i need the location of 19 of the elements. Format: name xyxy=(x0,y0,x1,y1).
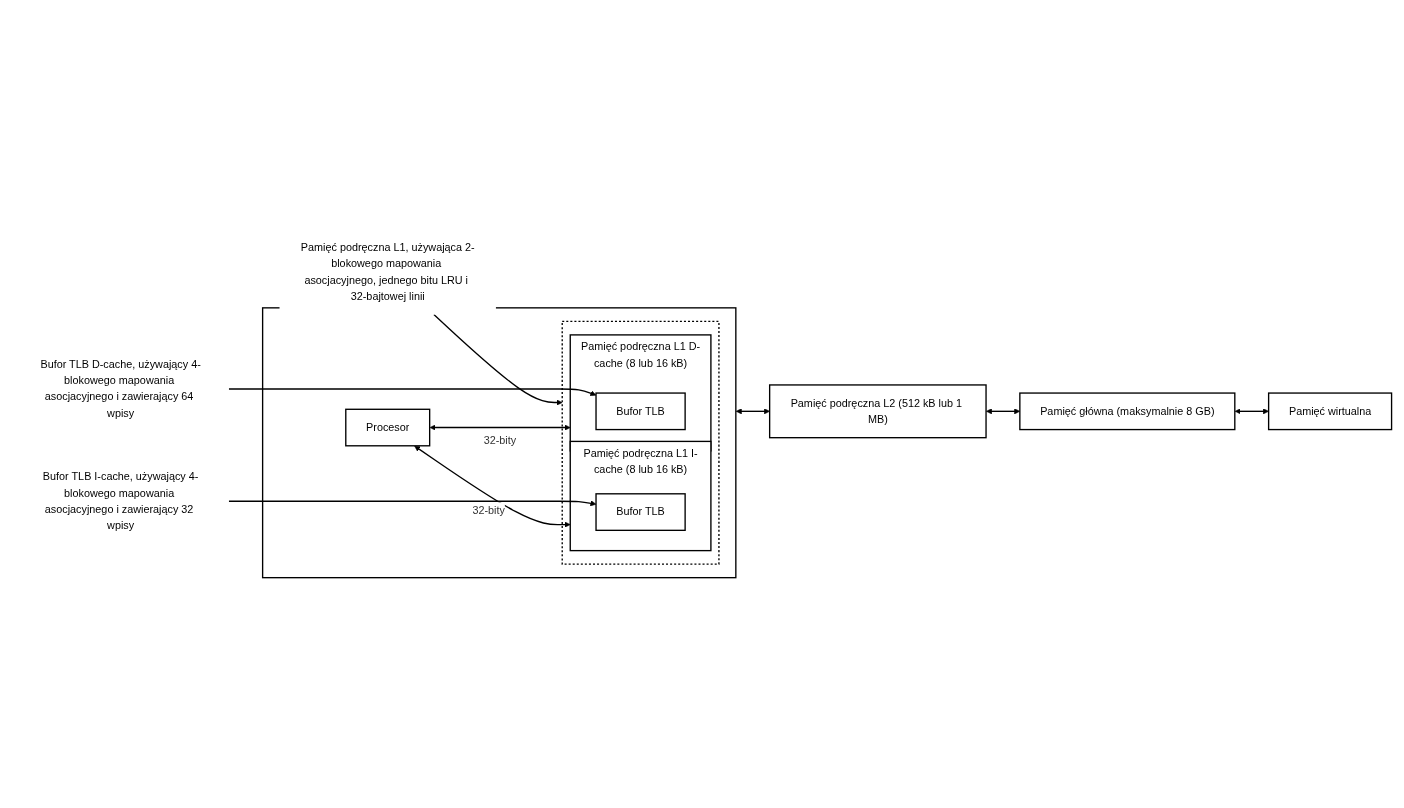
cluster xyxy=(261,307,737,579)
arrow xyxy=(433,314,563,406)
node-box: Pamięć wirtualna xyxy=(1267,392,1393,431)
edge-label: 32-bity xyxy=(483,435,517,447)
node-box: Bufor TLB xyxy=(595,392,686,431)
node-box: Procesor xyxy=(345,409,431,447)
node-box: Bufor TLB xyxy=(595,493,686,532)
node-box: Pamięć podręczna L2 (512 kB lub 1 MB) xyxy=(768,384,987,439)
arrow xyxy=(414,446,571,528)
arrow xyxy=(735,408,770,415)
arrow xyxy=(1234,408,1269,415)
node-box: Pamięć główna (maksymalnie 8 GB) xyxy=(1019,392,1236,431)
arrow xyxy=(228,388,597,397)
node-text: Bufor TLB I-cache, używający 4-blokowego mapowania asocjacyjnego i zawierający 32 wpisy xyxy=(42,471,199,532)
arrow xyxy=(429,425,571,431)
cluster xyxy=(561,321,720,566)
edge-label: 32-bity xyxy=(472,504,505,517)
node-text: Bufor TLB D-cache, używający 4-blokowego mapowania asocjacyjnego i zawierający 64 wpisy xyxy=(40,359,201,420)
arrow xyxy=(228,500,597,507)
